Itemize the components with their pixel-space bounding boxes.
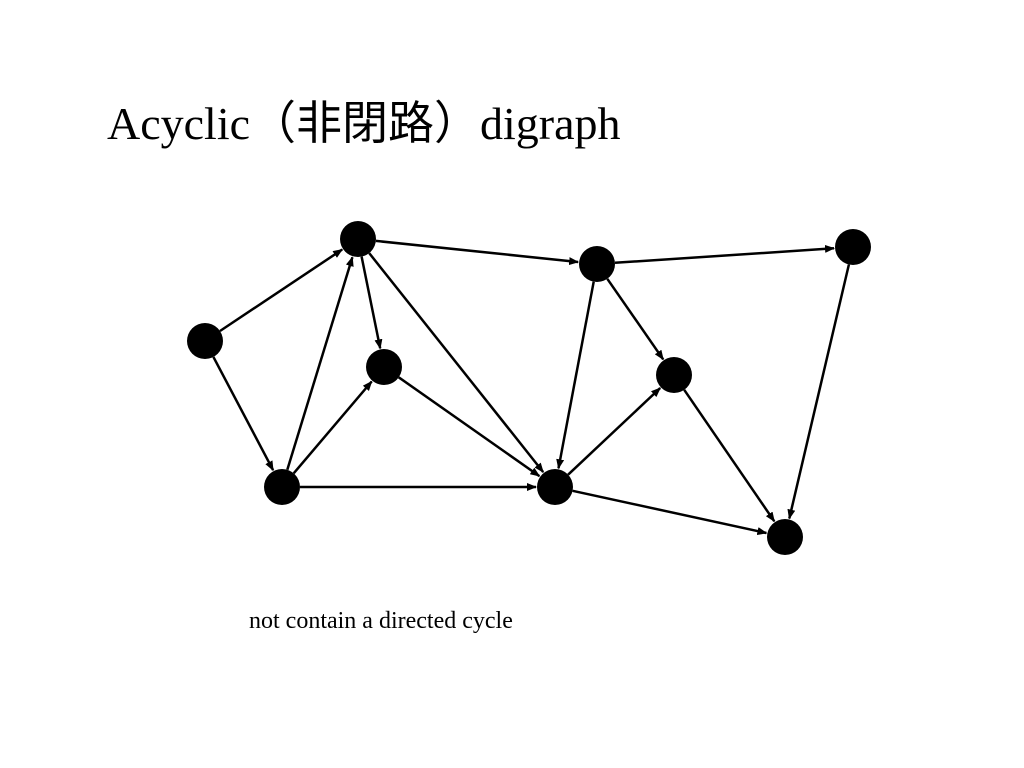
- slide-caption: not contain a directed cycle: [249, 608, 513, 634]
- graph-node-n4: [366, 349, 402, 385]
- edge-n5-to-n8: [567, 387, 662, 476]
- edge-n8-to-n9: [683, 389, 776, 523]
- edge-n2-to-n5: [368, 252, 545, 473]
- graph-node-n5: [537, 469, 573, 505]
- edge-n2-to-n6: [375, 239, 580, 266]
- edge-n3-to-n4: [292, 380, 373, 475]
- graph-node-n7: [835, 229, 871, 265]
- edge-n7-to-n9: [787, 264, 851, 520]
- edge-n2-to-n4: [360, 256, 383, 350]
- nodes-layer: [187, 221, 871, 555]
- edge-n6-to-n5: [556, 281, 595, 470]
- graph-node-n1: [187, 323, 223, 359]
- graph-node-n2: [340, 221, 376, 257]
- slide-title: Acyclic（非閉路）digraph: [107, 98, 621, 149]
- graph-node-n9: [767, 519, 803, 555]
- graph-node-n8: [656, 357, 692, 393]
- edges-layer: [212, 239, 851, 535]
- edge-n1-to-n2: [219, 248, 344, 333]
- graph-node-n3: [264, 469, 300, 505]
- edge-n6-to-n7: [614, 244, 835, 265]
- edge-n5-to-n9: [572, 489, 768, 535]
- edge-n4-to-n5: [397, 376, 541, 478]
- edge-n6-to-n8: [606, 278, 665, 361]
- graph-node-n6: [579, 246, 615, 282]
- edge-n3-to-n2: [286, 256, 354, 471]
- edge-n1-to-n3: [212, 356, 275, 472]
